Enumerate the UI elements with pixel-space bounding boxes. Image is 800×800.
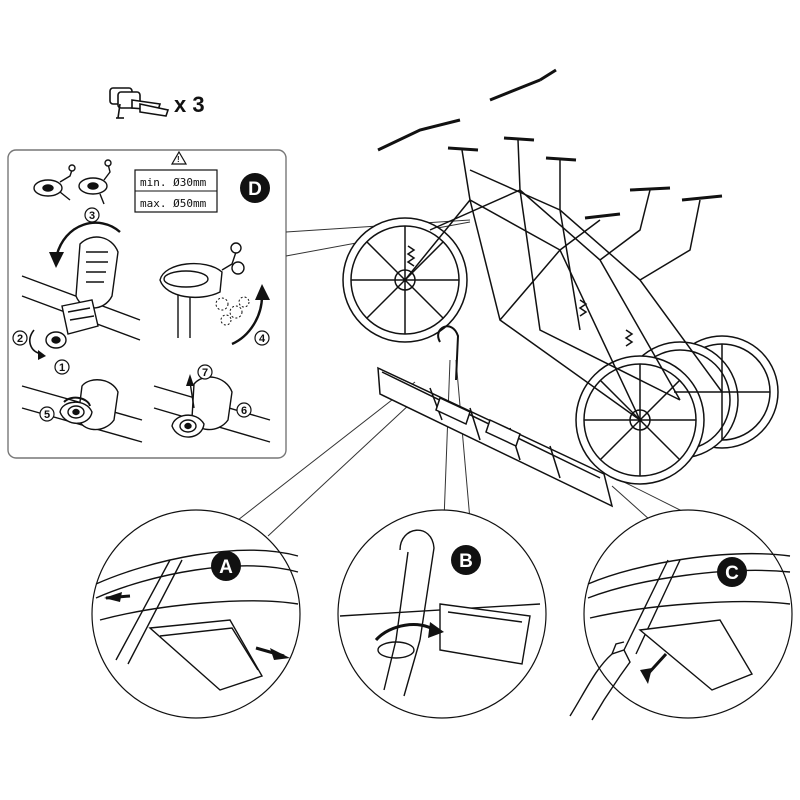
label-b-text: B (459, 551, 473, 572)
step-numbers: 3 2 1 4 5 6 7 (12, 207, 270, 422)
max-diameter-text: max. Ø50mm (140, 197, 207, 210)
step-3-label: 3 (89, 210, 95, 222)
rotate-arrow-icon (428, 622, 444, 638)
step-2-label: 2 (17, 333, 23, 345)
step-6-label: 6 (241, 405, 247, 417)
svg-text:!: ! (177, 155, 180, 164)
label-a-text: A (219, 557, 233, 578)
step-4-label: 4 (259, 333, 266, 345)
warning-triangle-icon (170, 150, 188, 165)
warning-box: ! min. Ø30mm max. Ø50mm (134, 150, 218, 213)
step5-illustration (21, 379, 143, 443)
panel-d: ! min. Ø30mm max. Ø50mm D (7, 149, 287, 459)
clamp-sketch-top (33, 159, 112, 205)
step-1-label: 1 (59, 362, 65, 374)
detail-c-circle (583, 509, 793, 719)
step-5-label: 5 (44, 409, 50, 421)
keys-group: x 3 (109, 87, 205, 119)
label-a-badge (211, 551, 241, 581)
keys-count-label: x 3 (174, 92, 205, 117)
min-diameter-text: min. Ø30mm (140, 176, 207, 189)
bikes-on-carrier-illustration (342, 68, 779, 508)
label-c-badge (717, 557, 747, 587)
step6-illustration (153, 374, 271, 443)
step4-illustration (159, 242, 270, 346)
label-b-badge (451, 545, 481, 575)
detail-a: A (91, 509, 301, 719)
detail-b: B (337, 509, 547, 719)
label-d-badge (240, 173, 270, 203)
key-icon (109, 87, 170, 119)
label-c-text: C (725, 563, 739, 584)
step3-illustration (21, 221, 141, 360)
detail-c: C (569, 509, 793, 721)
step-7-label: 7 (202, 367, 208, 379)
label-d-text: D (248, 179, 262, 200)
